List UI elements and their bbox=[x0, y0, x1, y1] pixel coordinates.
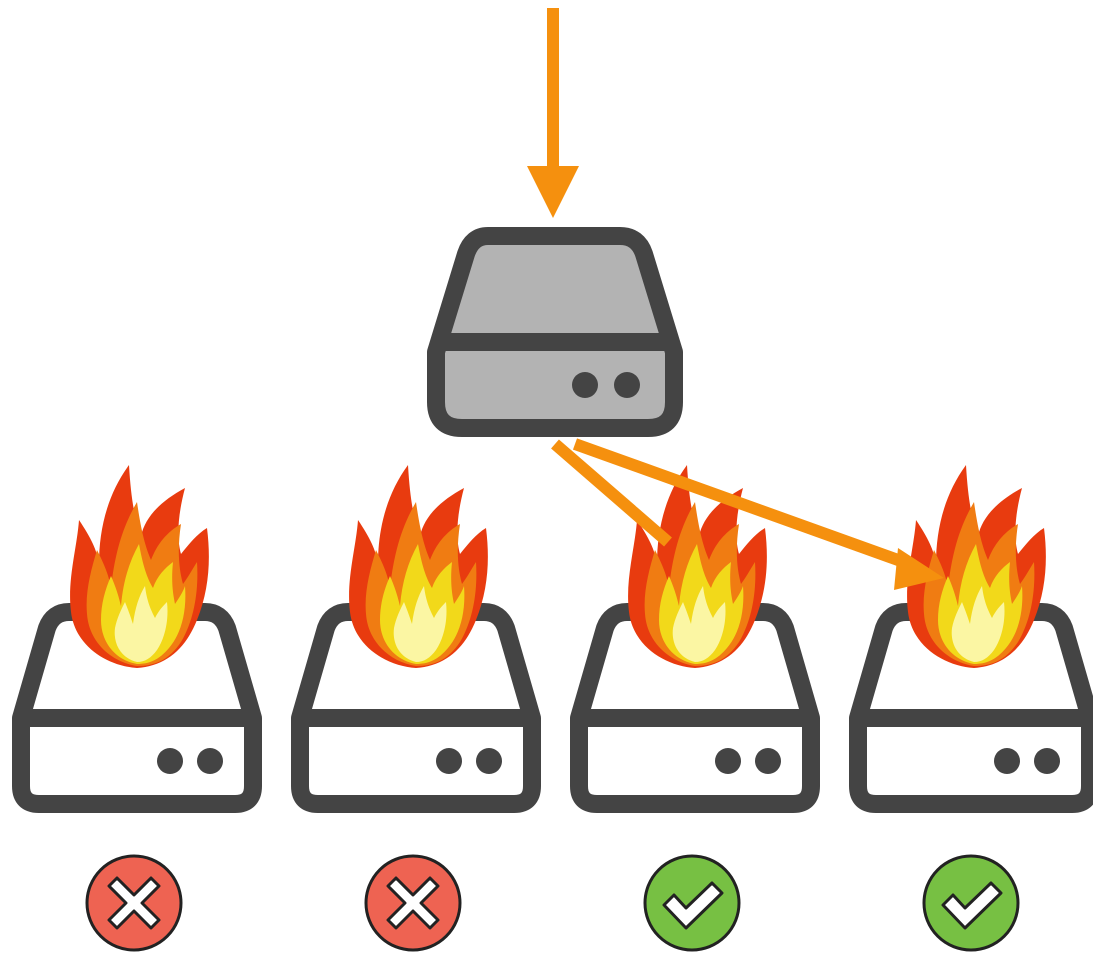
replica-drives bbox=[21, 465, 1090, 804]
replica-drive-1 bbox=[21, 465, 253, 804]
replica-drive-2 bbox=[300, 465, 532, 804]
disk-drive-icon bbox=[436, 236, 674, 428]
replica-drive-4 bbox=[858, 465, 1090, 804]
input-arrow bbox=[527, 8, 579, 218]
flame-icon bbox=[628, 465, 767, 668]
flame-icon bbox=[349, 465, 488, 668]
flame-icon bbox=[70, 465, 209, 668]
cross-icon bbox=[87, 856, 181, 950]
status-row bbox=[87, 856, 1018, 950]
primary-drive bbox=[436, 236, 674, 428]
flame-icon bbox=[907, 465, 1046, 668]
check-icon bbox=[645, 856, 739, 950]
cross-icon bbox=[366, 856, 460, 950]
check-icon bbox=[924, 856, 1018, 950]
